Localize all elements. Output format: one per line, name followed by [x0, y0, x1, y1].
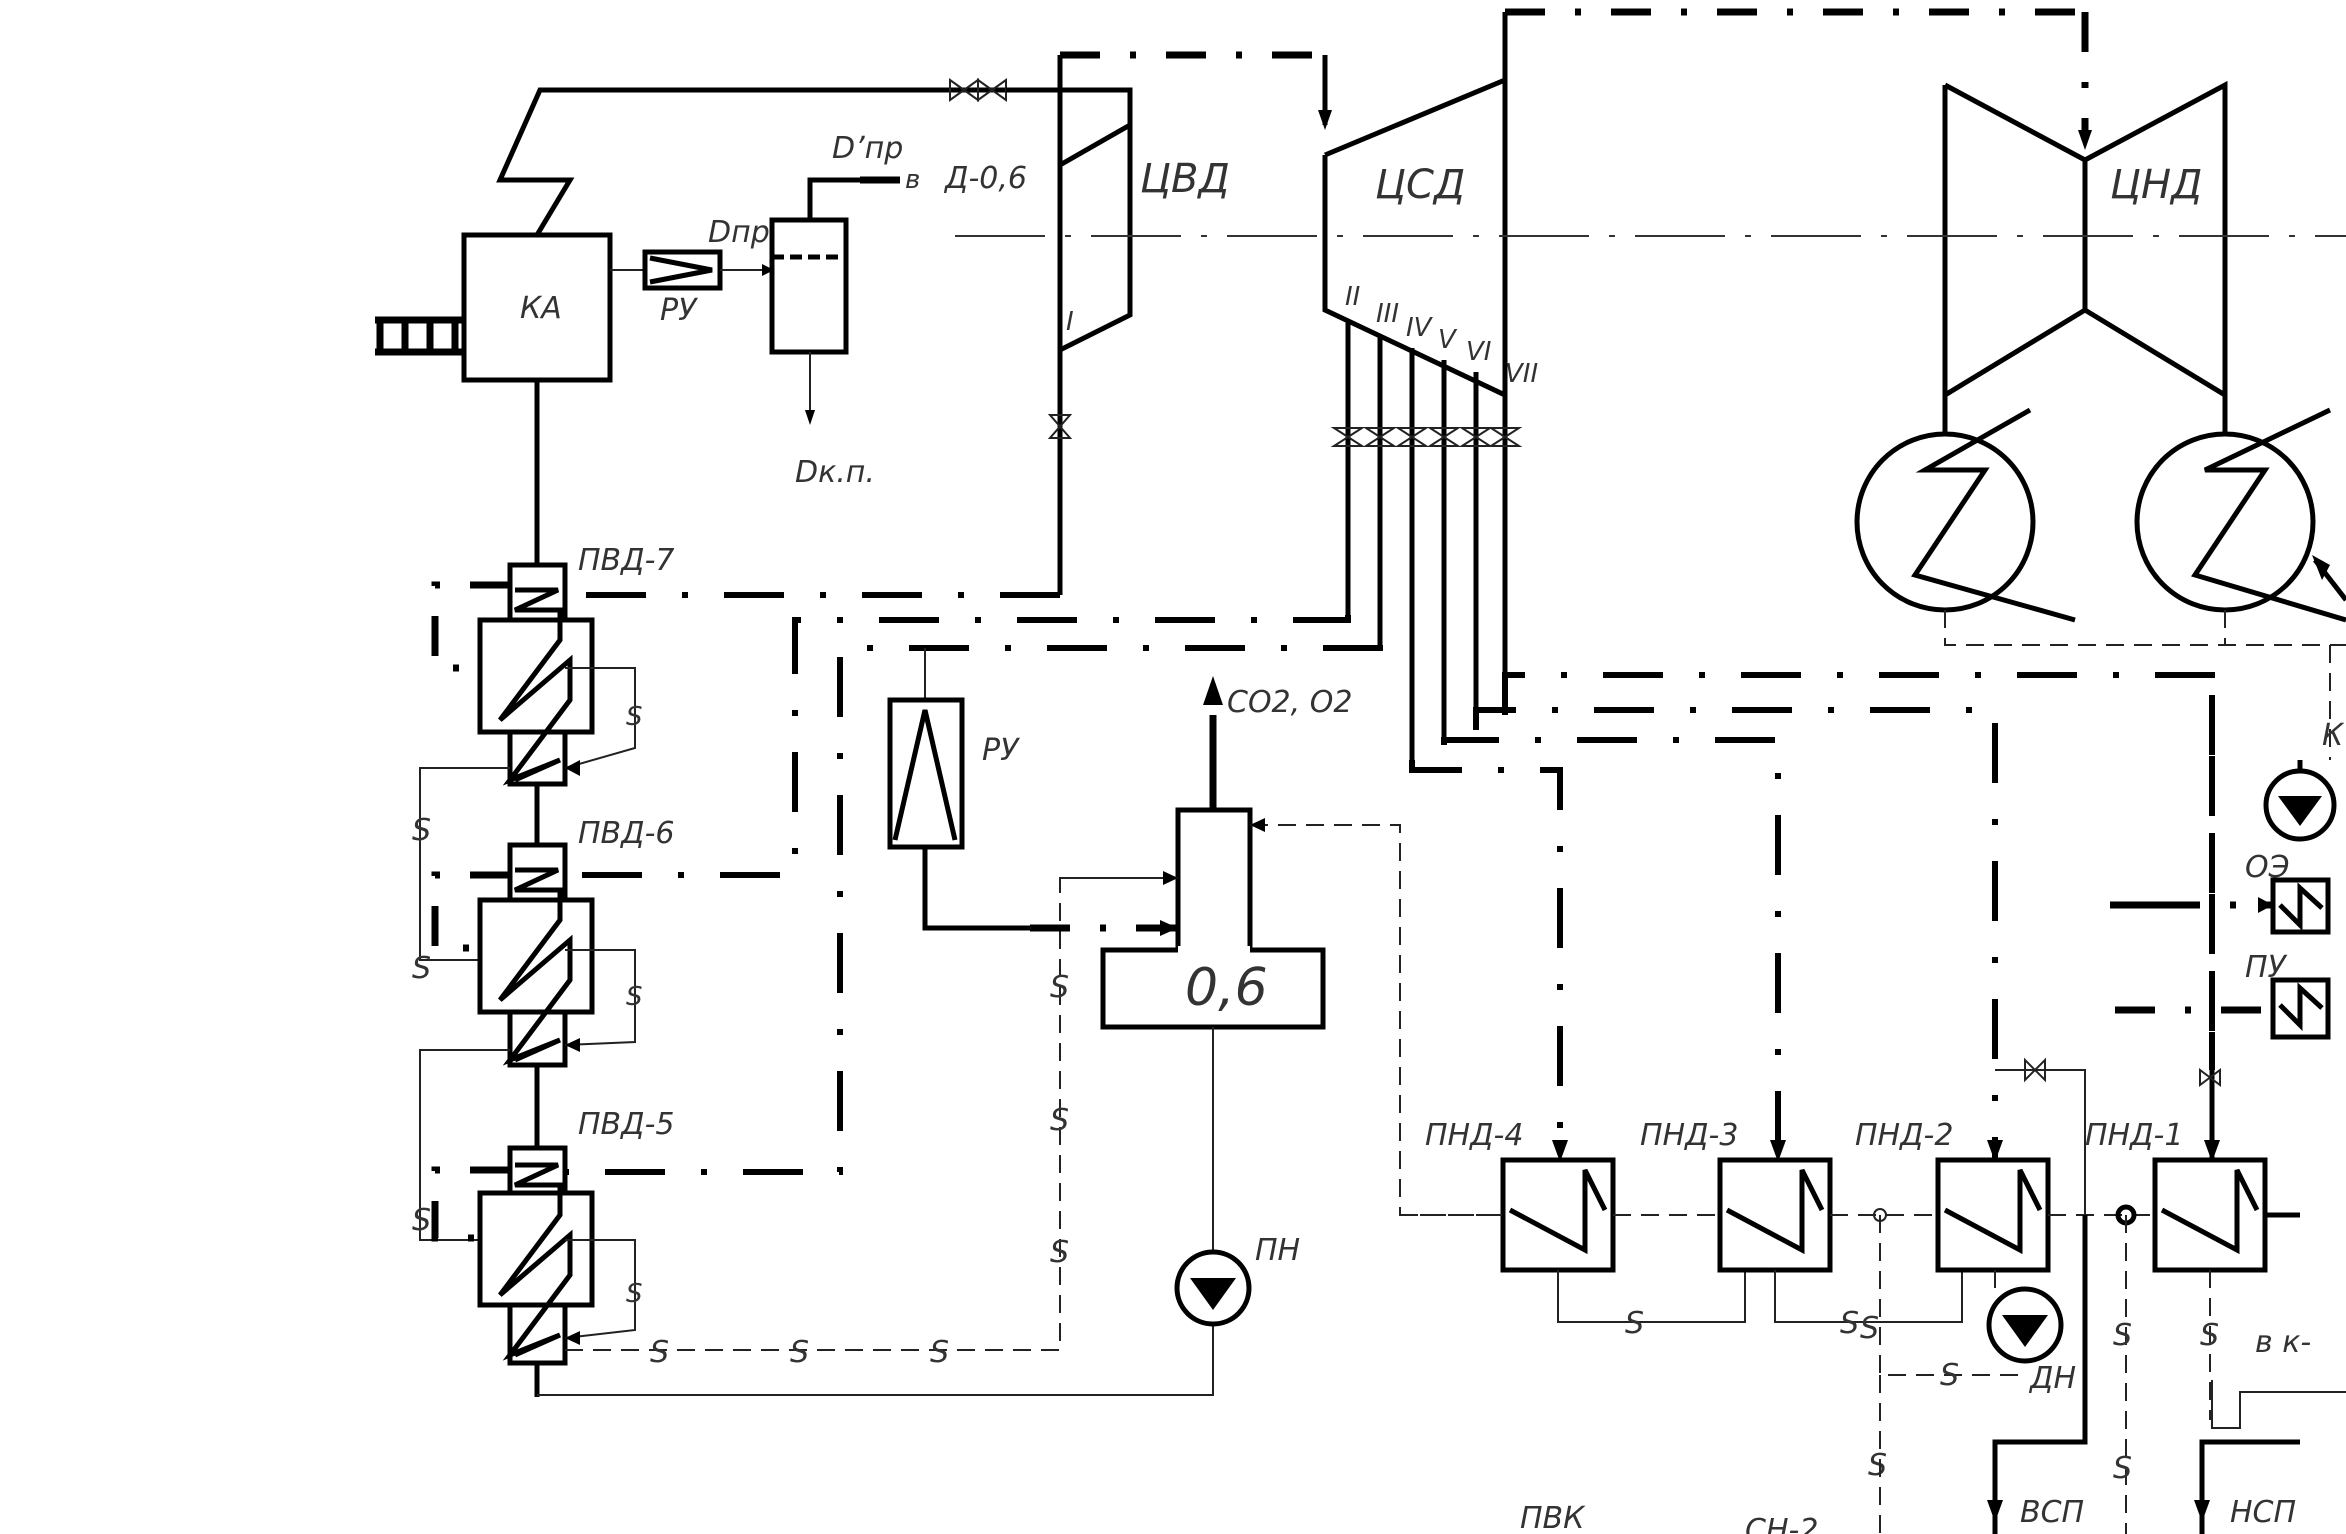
pvd7-s-label: S	[626, 702, 643, 732]
vsp-label: ВСП	[2020, 1495, 2084, 1530]
s-label-2: S	[2113, 1318, 2132, 1353]
turbine-hpc: ЦВД I	[580, 51, 1332, 598]
s-label-1: S	[1868, 1448, 1887, 1483]
d-pr-b-label: в	[905, 165, 920, 195]
b-k-label: в к-	[2255, 1325, 2311, 1360]
pnd2-label: ПНД-2	[1855, 1118, 1953, 1153]
d-pr-label: Dпр	[708, 215, 770, 250]
ru-mid-label: РУ	[982, 733, 1020, 768]
deaerator: 0,6 СО2, О2	[1060, 676, 1505, 1250]
lp-heater-pnd4: ПНД-4 S	[1400, 760, 1746, 1341]
hp-heater-pvd6: S ПВД-6 S	[412, 816, 675, 1241]
cnd-label: ЦНД	[2110, 162, 2202, 208]
pvd6-s-label: S	[626, 982, 643, 1012]
extraction-ii-label: II	[1345, 282, 1360, 312]
lp-heater-pnd1: ПНД-1	[1502, 672, 2300, 1534]
hp-heater-pvd7: S ПВД-7 S	[412, 543, 675, 961]
pnd3-label: ПНД-3	[1640, 1118, 1738, 1153]
boiler-ka: КА	[375, 78, 1133, 565]
condensate-equipment: К ОЭ ПУ	[2110, 695, 2345, 1070]
extraction-iii-label: III	[1376, 299, 1399, 329]
pvd6-label: ПВД-6	[578, 816, 675, 851]
drain-s3-label: S	[930, 1335, 949, 1370]
extraction-vi-label: VI	[1466, 337, 1491, 367]
dn-s-label: S	[1940, 1358, 1959, 1393]
d-pr-prime-label: D’пр	[832, 131, 903, 166]
reducing-unit-mid: РУ	[887, 648, 1178, 936]
csd-label: ЦСД	[1375, 162, 1465, 208]
pvk-label: ПВК	[1520, 1501, 1586, 1534]
pnd2-s-label: S	[1860, 1311, 1879, 1346]
drain-s4-label: S	[1050, 970, 1069, 1005]
pvd7-s2-label: S	[412, 813, 431, 848]
blowdown-system: РУ Dпр D’пр в Д-0,6 Dк.п.	[610, 131, 1027, 490]
drain-s5-label: S	[1050, 1103, 1069, 1138]
pvd5-label: ПВД-5	[578, 1107, 675, 1142]
extraction-iv-label: IV	[1406, 313, 1434, 343]
pnd4-label: ПНД-4	[1425, 1118, 1523, 1153]
deaerator-label: 0,6	[1185, 958, 1268, 1018]
network-heaters: ВСП НСП ПВК СН-2 в к-	[1520, 1215, 2346, 1534]
hp-heater-pvd5: S ПВД-5 S	[412, 1107, 675, 1397]
pnd3-s-label: S	[1840, 1306, 1859, 1341]
feedwater-line	[537, 1325, 1214, 1396]
pnd4-s-label: S	[1625, 1306, 1644, 1341]
ru-top-label: РУ	[660, 293, 698, 328]
turbine-ipc: ЦСД II III IV V VI VII	[1322, 8, 2092, 760]
lp-heater-pnd2: ПНД-2 S ДН S	[1473, 707, 2086, 1396]
d-kp-label: Dк.п.	[795, 455, 875, 490]
s-label-3: S	[2113, 1451, 2132, 1486]
sn2-label: СН-2	[1745, 1513, 1818, 1534]
drain-s6-label: S	[1050, 1235, 1069, 1270]
pvd6-s2-label: S	[412, 951, 431, 986]
extraction-vii-label: VII	[1505, 359, 1538, 389]
oe-label: ОЭ	[2245, 850, 2290, 885]
nsp-label: НСП	[2230, 1495, 2296, 1530]
pnd1-label: ПНД-1	[2085, 1118, 2183, 1153]
dn-label: ДН	[2028, 1361, 2076, 1396]
extraction-v-label: V	[1438, 325, 1458, 355]
pvd7-label: ПВД-7	[578, 543, 675, 578]
pu-label: ПУ	[2245, 950, 2288, 985]
extraction-i-label: I	[1066, 307, 1074, 337]
feed-pump-pn: ПН	[1174, 1233, 1300, 1327]
turbine-lpc: ЦНД	[1854, 80, 2346, 760]
cvd-label: ЦВД	[1140, 156, 1230, 202]
s-label-4: S	[2200, 1318, 2219, 1353]
pvd5-s-label: S	[626, 1279, 643, 1309]
extraction-iii-line	[565, 645, 1383, 1175]
pvd5-s2-label: S	[412, 1203, 431, 1238]
k-label: К	[2322, 718, 2345, 753]
drain-s1-label: S	[650, 1335, 669, 1370]
lp-heater-pnd3: ПНД-3 S	[1441, 737, 1963, 1341]
drain-s2-label: S	[790, 1335, 809, 1370]
boiler-ka-label: КА	[520, 291, 562, 326]
d-06-label: Д-0,6	[943, 161, 1027, 196]
co2o2-label: СО2, О2	[1227, 685, 1352, 720]
extraction-ii-line	[565, 615, 1351, 878]
pn-label: ПН	[1255, 1233, 1300, 1268]
